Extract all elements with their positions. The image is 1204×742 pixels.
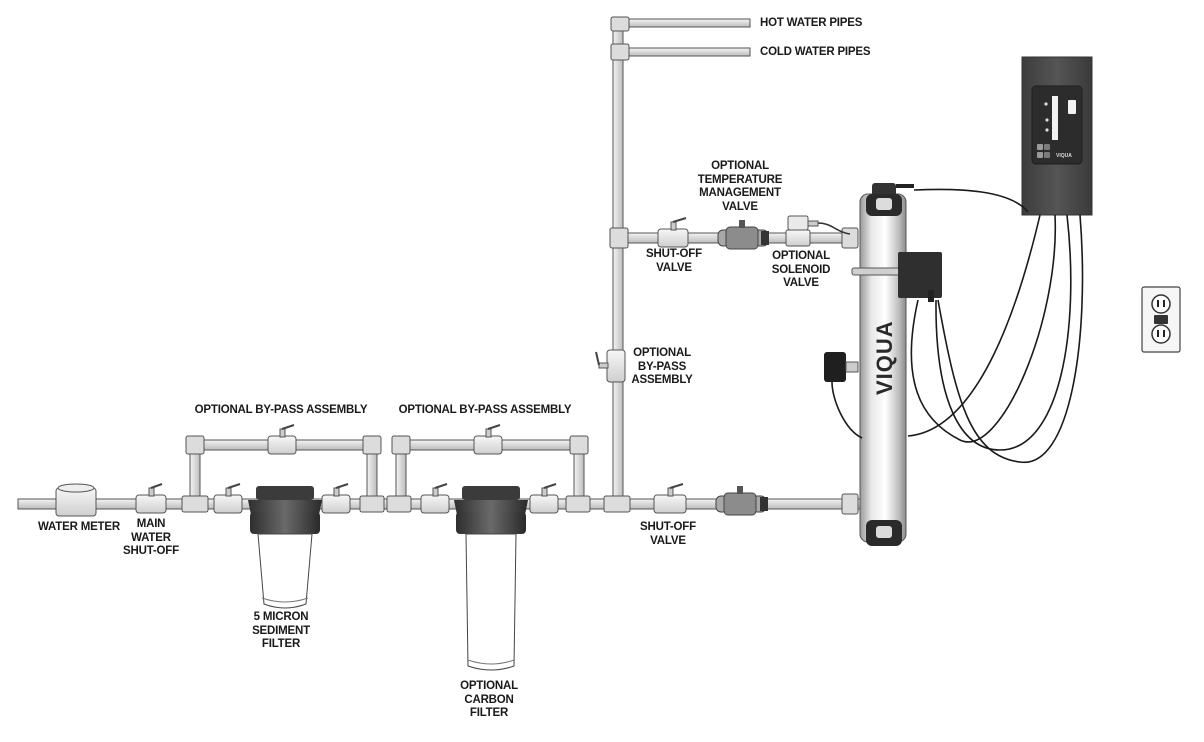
- label-optional-temperature-valve: OPTIONAL TEMPERATURE MANAGEMENT VALVE: [697, 160, 783, 213]
- uv-controller: VIQUA: [1021, 56, 1093, 216]
- vertical-bypass-valve: [595, 349, 626, 383]
- label-lower-shutoff-valve: SHUT-OFF VALVE: [640, 521, 696, 547]
- label-water-meter: WATER METER: [38, 521, 120, 533]
- solenoid-valve: [785, 215, 851, 247]
- filter-2-inlet-valve: [420, 483, 450, 514]
- ball-valves: [135, 215, 851, 516]
- upper-shutoff-valve: [657, 217, 689, 248]
- electrical-outlet: [1141, 286, 1181, 353]
- filter-1-inlet-valve: [213, 483, 243, 514]
- main-shutoff-valve: [135, 483, 167, 514]
- water-meter: [55, 483, 97, 517]
- uv-system-logo: VIQUA: [872, 320, 897, 395]
- label-optional-bypass-2: OPTIONAL BY-PASS ASSEMBLY: [398, 404, 572, 416]
- label-carbon-filter: OPTIONAL CARBON FILTER: [460, 680, 518, 719]
- lower-shutoff-valve: [653, 483, 687, 514]
- label-upper-shutoff-valve: SHUT-OFF VALVE: [646, 248, 702, 274]
- vertical-riser-pipe: [612, 21, 624, 505]
- bypass-2-valve: [473, 424, 503, 455]
- cold-water-pipe: [617, 47, 751, 57]
- lower-temperature-valve: [715, 486, 768, 516]
- bypass-1-valve: [267, 424, 297, 455]
- power-cables: [831, 188, 1084, 463]
- uv-system: [824, 183, 942, 546]
- carbon-filter: [454, 486, 528, 671]
- temperature-management-valve: [717, 220, 769, 250]
- sediment-filter: [248, 486, 322, 609]
- label-main-water-shutoff: MAIN WATER SHUT-OFF: [123, 518, 179, 557]
- label-optional-bypass-1: OPTIONAL BY-PASS ASSEMBLY: [194, 404, 368, 416]
- filter-2-outlet-valve: [529, 483, 559, 514]
- label-sediment-filter: 5 MICRON SEDIMENT FILTER: [252, 611, 310, 650]
- label-optional-bypass-vertical: OPTIONAL BY-PASS ASSEMBLY: [631, 347, 693, 386]
- label-cold-water-pipes: COLD WATER PIPES: [760, 46, 871, 58]
- filter-1-outlet-valve: [321, 483, 351, 514]
- pipe-network: [17, 18, 861, 510]
- label-hot-water-pipes: HOT WATER PIPES: [760, 17, 863, 29]
- label-optional-solenoid-valve: OPTIONAL SOLENOID VALVE: [771, 250, 831, 289]
- pipe-fittings: [181, 16, 859, 515]
- hot-water-pipe: [617, 18, 751, 28]
- controller-logo: VIQUA: [1056, 153, 1072, 159]
